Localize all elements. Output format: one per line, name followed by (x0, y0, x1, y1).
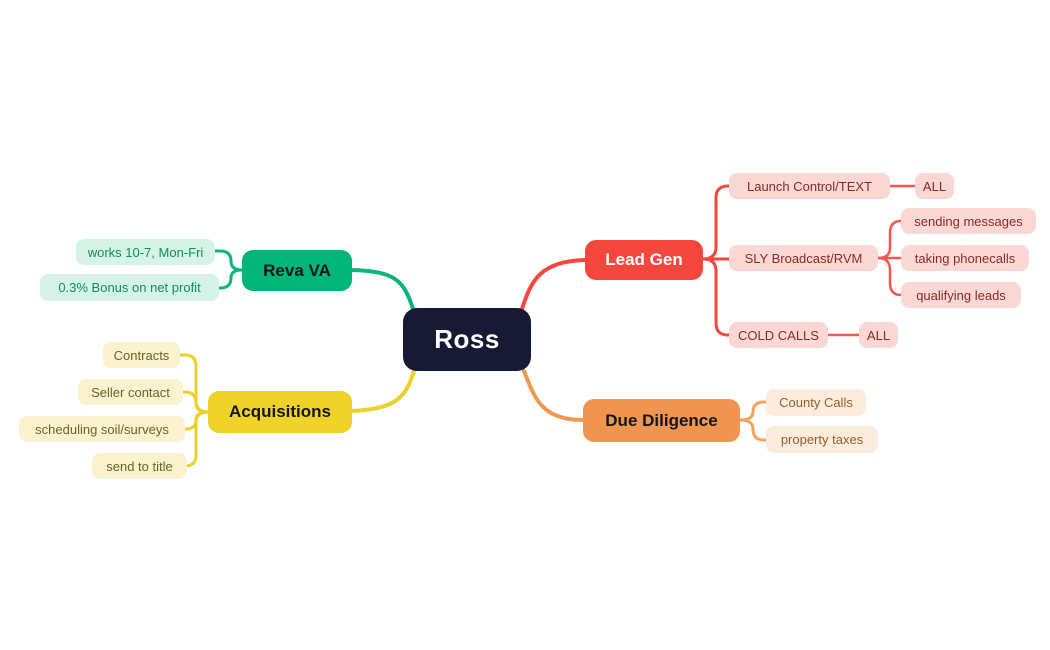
subtopic-contracts[interactable]: Contracts (103, 342, 180, 368)
subtopic-bonus[interactable]: 0.3% Bonus on net profit (40, 274, 219, 301)
subtopic-coldcalls-all[interactable]: ALL (859, 322, 898, 348)
edge-dd-taxes (738, 418, 768, 442)
edge-acq-seller (181, 390, 210, 414)
edge-reva-works (213, 249, 244, 272)
subtopic-scheduling-soil-surveys[interactable]: scheduling soil/surveys (19, 416, 185, 442)
edge-leadgen-coldcalls (701, 257, 732, 337)
subtopic-launch-all[interactable]: ALL (915, 173, 954, 199)
subtopic-property-taxes[interactable]: property taxes (766, 426, 878, 453)
topic-lead-gen[interactable]: Lead Gen (585, 240, 703, 280)
subtopic-sending-messages[interactable]: sending messages (901, 208, 1036, 234)
subtopic-sly-broadcast-rvm[interactable]: SLY Broadcast/RVM (729, 245, 878, 271)
edge-acq-contracts (178, 353, 210, 414)
topic-acquisitions[interactable]: Acquisitions (208, 391, 352, 433)
edge-leadgen-launch (701, 184, 732, 261)
subtopic-seller-contact[interactable]: Seller contact (78, 379, 183, 405)
subtopic-qualifying-leads[interactable]: qualifying leads (901, 282, 1021, 308)
topic-due-diligence[interactable]: Due Diligence (583, 399, 740, 442)
edge-sly-qualifying (876, 256, 903, 297)
edge-dd-county (738, 400, 768, 422)
edge-root-leadgen (520, 258, 587, 311)
topic-reva-va[interactable]: Reva VA (242, 250, 352, 291)
edge-reva-bonus (216, 268, 244, 290)
edge-root-acquisitions (350, 369, 416, 413)
edge-root-duediligence (522, 369, 585, 422)
subtopic-taking-phonecalls[interactable]: taking phonecalls (901, 245, 1029, 271)
edge-root-reva (349, 268, 415, 311)
subtopic-send-to-title[interactable]: send to title (92, 453, 187, 479)
edge-sly-sending (876, 219, 903, 260)
subtopic-county-calls[interactable]: County Calls (766, 389, 866, 416)
subtopic-launch-control-text[interactable]: Launch Control/TEXT (729, 173, 890, 199)
edge-acq-title (184, 410, 210, 468)
subtopic-cold-calls[interactable]: COLD CALLS (729, 322, 828, 348)
subtopic-works-hours[interactable]: works 10-7, Mon-Fri (76, 239, 215, 265)
root-topic-ross[interactable]: Ross (403, 308, 531, 371)
